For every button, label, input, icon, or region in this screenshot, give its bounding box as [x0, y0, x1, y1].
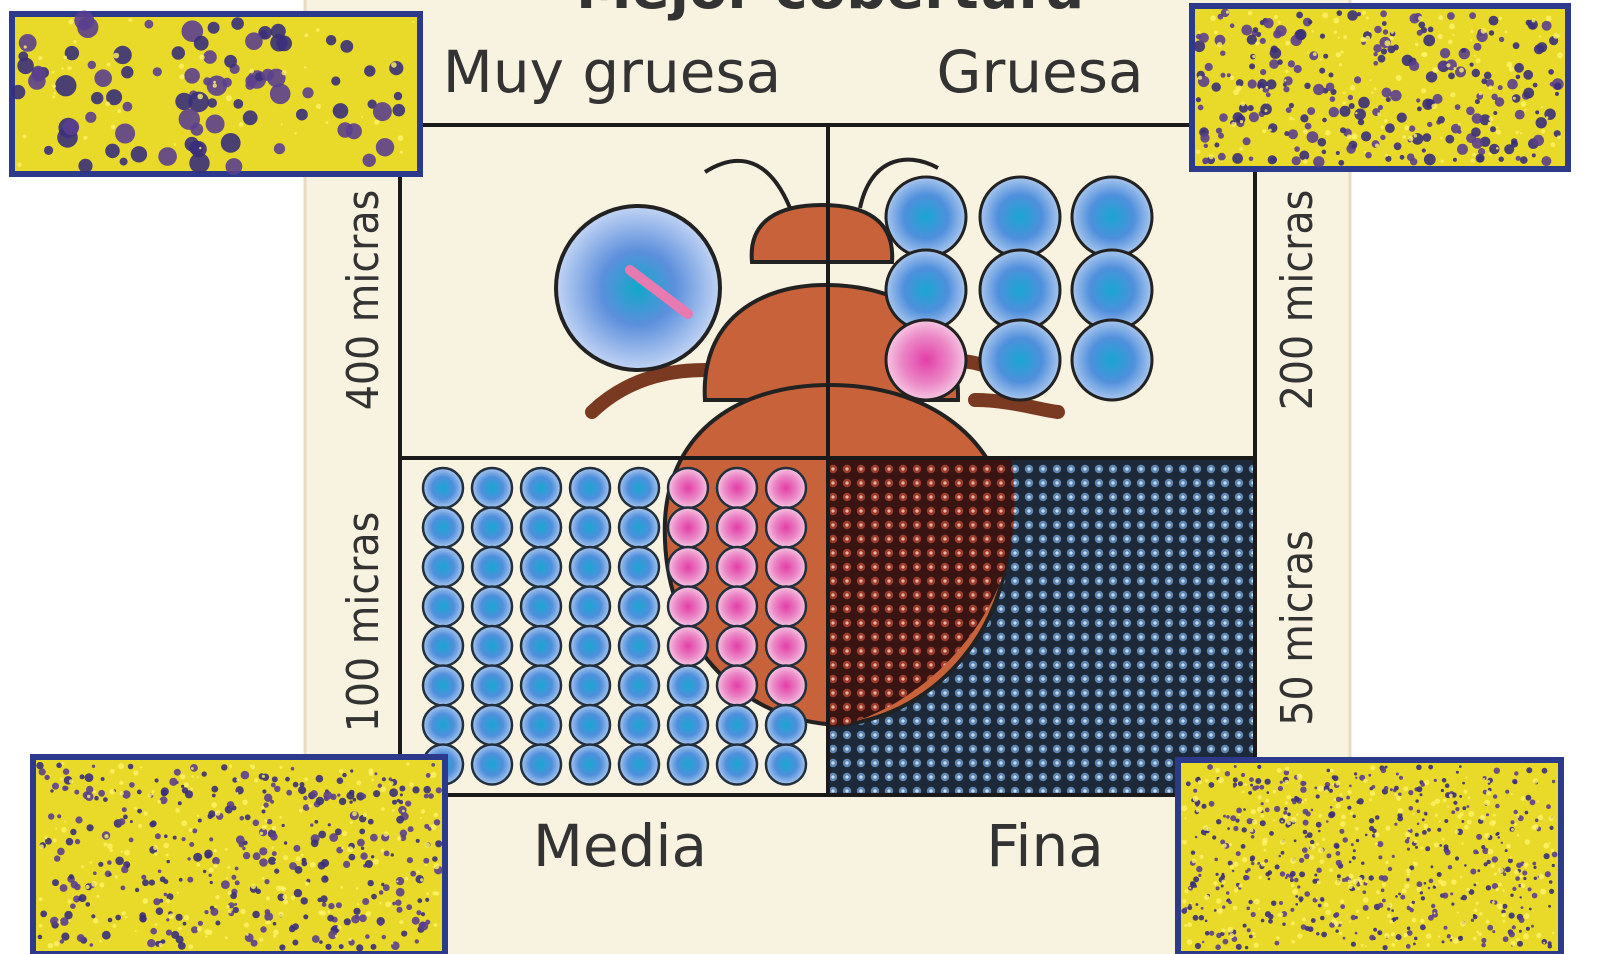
label-fina: Fina: [986, 812, 1104, 880]
droplets-very-coarse: [556, 206, 720, 370]
size-100-micras: 100 micras: [338, 512, 389, 733]
droplets-coarse: [886, 177, 1152, 400]
coverage-card-coarse: [1192, 6, 1568, 169]
diagram-title: Mejor cobertura: [576, 0, 1084, 22]
label-muy-gruesa: Muy gruesa: [443, 38, 781, 106]
label-media: Media: [533, 812, 707, 880]
coverage-card-medium: [33, 757, 445, 954]
size-400-micras: 400 micras: [338, 190, 389, 411]
size-50-micras: 50 micras: [1272, 530, 1323, 725]
coverage-card-fine: [1178, 760, 1561, 954]
label-gruesa: Gruesa: [937, 38, 1144, 106]
size-200-micras: 200 micras: [1272, 190, 1323, 411]
coverage-card-very-coarse: [11, 11, 420, 175]
